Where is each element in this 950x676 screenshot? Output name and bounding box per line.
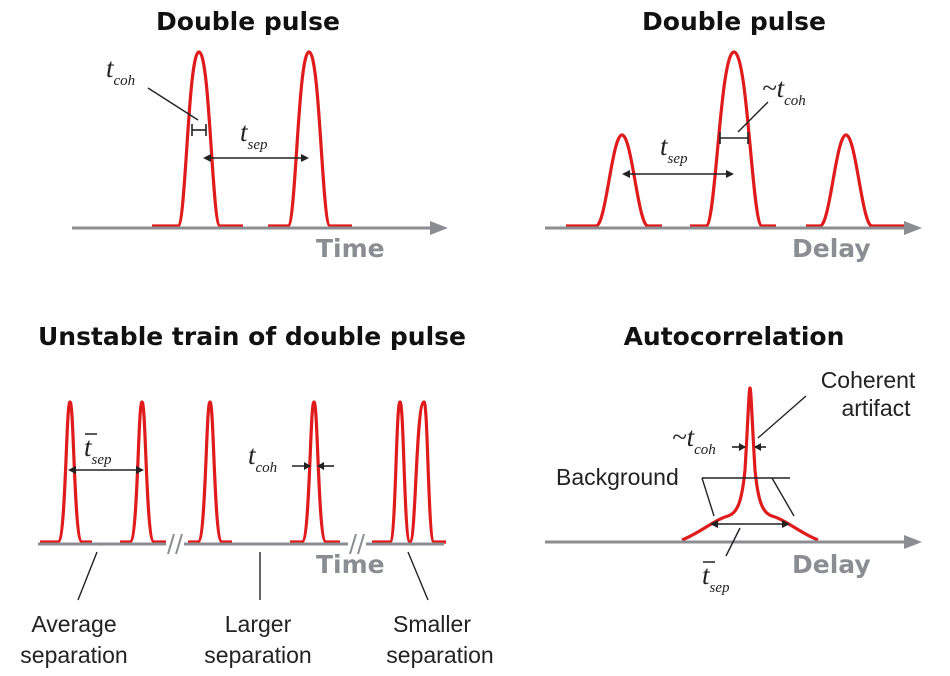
t-coh-leader	[147, 87, 199, 121]
train-pulse	[290, 400, 340, 544]
caption-average-line2: separation	[20, 642, 127, 668]
t-sep-label: tsep	[702, 560, 730, 596]
axis-label: Delay	[792, 550, 871, 579]
t-coh-leader	[737, 101, 769, 133]
axis-break	[175, 533, 183, 555]
pulse-2	[268, 50, 352, 228]
axis-arrowhead	[904, 535, 922, 549]
caption-smaller-line2: separation	[386, 642, 493, 668]
axis-label: Time	[316, 234, 385, 263]
side-peak-right	[806, 133, 904, 228]
train-pulse	[188, 400, 232, 544]
train-pulse	[372, 400, 446, 544]
t-coh-label: tcoh	[106, 53, 135, 89]
panel-title: Double pulse	[156, 7, 340, 36]
train-pulse	[40, 400, 92, 544]
axis-break	[357, 533, 365, 555]
t-coh-label: ~tcoh	[762, 73, 806, 109]
panel-title: Double pulse	[642, 7, 826, 36]
axis-arrowhead	[430, 221, 448, 235]
background-label: Background	[556, 464, 679, 490]
t-sep-label: tsep	[84, 432, 112, 468]
coherent-artifact-line2: artifact	[841, 395, 911, 421]
axis-arrowhead	[904, 221, 922, 235]
axis-label: Time	[316, 550, 385, 579]
background-leader-left	[701, 477, 715, 517]
train-pulse	[120, 400, 166, 544]
panel-title: Unstable train of double pulse	[38, 322, 466, 351]
panel-title: Autocorrelation	[624, 322, 845, 351]
background-leader-right	[771, 477, 795, 517]
panel-top-right: Double pulse Delay ~tcoh tsep	[545, 7, 922, 263]
caption-larger-line2: separation	[204, 642, 311, 668]
autocorrelation-trace	[681, 386, 819, 542]
t-sep-leader	[725, 527, 741, 557]
caption-larger-line1: Larger	[225, 611, 292, 637]
caption-leader	[77, 551, 98, 601]
t-sep-label: tsep	[660, 131, 688, 167]
axis-break	[349, 533, 357, 555]
caption-average-line1: Average	[31, 611, 116, 637]
side-peak-left	[566, 133, 662, 228]
axis-label: Delay	[792, 234, 871, 263]
pulse-1	[152, 50, 243, 228]
t-coh-label: ~tcoh	[672, 422, 716, 458]
axis-break	[167, 533, 175, 555]
t-coh-label: tcoh	[248, 440, 277, 476]
central-peak	[690, 50, 776, 228]
panel-bottom-right: Autocorrelation Delay Coherent artifact …	[545, 322, 922, 596]
caption-smaller-line1: Smaller	[393, 611, 471, 637]
coherent-artifact-leader	[757, 395, 807, 439]
caption-leader	[407, 551, 429, 601]
t-sep-label: tsep	[240, 117, 268, 153]
coherent-artifact-line1: Coherent	[821, 367, 916, 393]
panel-top-left: Double pulse Time tcoh tsep	[72, 7, 448, 263]
panel-bottom-left: Unstable train of double pulse Time tsep…	[20, 322, 493, 668]
